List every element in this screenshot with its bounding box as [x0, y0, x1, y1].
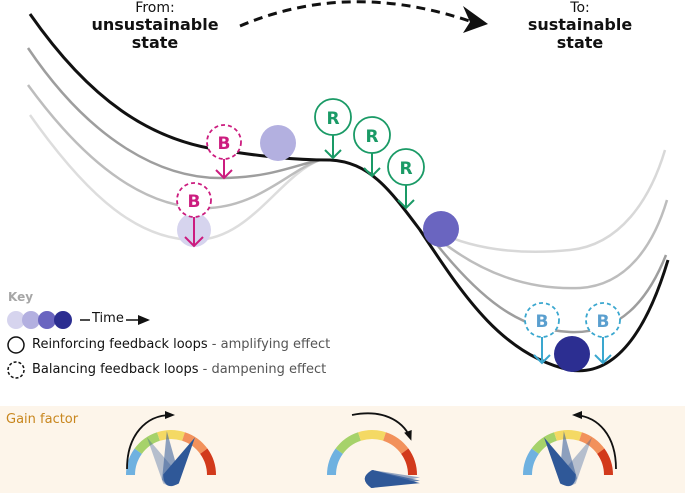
time-label: Time: [92, 311, 124, 326]
key-ball-4: [54, 311, 72, 329]
key-ball-2: [22, 311, 40, 329]
loop-letter: R: [399, 159, 412, 179]
gauge-falling: [523, 411, 617, 487]
balancing-loop-key-icon: [7, 361, 25, 379]
loop-letter: R: [326, 109, 339, 129]
gauge-direction-arrow: [126, 414, 172, 470]
gauge-max: [327, 412, 420, 488]
gauge-segment: [327, 448, 343, 475]
reinforcing-loop-1: R: [314, 98, 352, 160]
ball-time-4: [554, 336, 590, 372]
ball-time-3: [423, 211, 459, 247]
balancing-key-text: Balancing feedback loops - dampening eff…: [32, 362, 326, 377]
gauge-segment: [358, 430, 386, 441]
gauge-segment: [531, 432, 557, 454]
reinforcing-key-sub: - amplifying effect: [207, 337, 331, 352]
gauge-segment: [579, 432, 605, 454]
balancing-key-sub: - dampening effect: [198, 362, 327, 377]
reinforcing-loop-3: R: [387, 148, 425, 210]
time-arrow-head: [138, 315, 150, 325]
balancing-key-bold: Balancing feedback loops: [32, 362, 199, 377]
reinforcing-loop-2: R: [353, 116, 391, 178]
from-state-line1: unsustainable: [91, 15, 219, 34]
gauge-segment: [401, 448, 417, 475]
transition-arrow: [239, 0, 479, 28]
gauge-segment: [554, 430, 582, 441]
gauge-segment: [200, 448, 217, 475]
loop-letter: B: [188, 192, 201, 212]
gauge-segment: [597, 448, 613, 475]
gauge-arrow-head: [572, 411, 582, 419]
gauge-needle: [544, 437, 576, 486]
gauge-arrow-head: [404, 429, 412, 441]
gauge-rising: [126, 411, 217, 487]
balancing-loop-right-2: B: [585, 302, 621, 365]
loop-letter: B: [536, 312, 549, 332]
loop-letter: R: [365, 127, 378, 147]
gauge-segment: [335, 432, 361, 454]
gauge-needle: [163, 437, 195, 486]
landscape-curve-faint-3: [26, 47, 321, 180]
gain-factor-title: Gain factor: [6, 412, 79, 427]
key-ball-3: [38, 311, 56, 329]
gauge-segment: [157, 430, 185, 441]
key-ball-1: [7, 311, 25, 329]
to-state-line2: state: [556, 33, 604, 52]
gauge-direction-arrow: [575, 414, 617, 470]
from-state-line2: state: [131, 33, 179, 52]
reinforcing-loop-key-icon: [7, 336, 25, 354]
landscape-curve-right-1: [429, 149, 667, 254]
key-title: Key: [8, 290, 34, 304]
gauge-segment: [126, 448, 142, 475]
gauge-arrow-head: [165, 411, 175, 419]
to-label: To:: [570, 0, 590, 16]
balancing-loop-left-1: B: [206, 124, 242, 180]
from-label: From:: [135, 0, 175, 16]
reinforcing-key-text: Reinforcing feedback loops - amplifying …: [32, 337, 330, 352]
landscape-curve-right-2: [429, 199, 669, 290]
balancing-loop-right-1: B: [524, 302, 560, 365]
transition-arrow-head: [463, 6, 488, 33]
gauge-segment: [383, 432, 409, 454]
gauge-needle: [364, 470, 420, 488]
gauge-segment: [134, 432, 160, 454]
gauge-segment: [182, 432, 208, 454]
balancing-loop-left-2: B: [176, 182, 212, 248]
landscape-curve-main: [28, 13, 670, 373]
loop-letter: B: [218, 134, 231, 154]
gauge-segment: [523, 448, 539, 475]
to-state-line1: sustainable: [527, 15, 633, 34]
loop-letter: B: [597, 312, 610, 332]
ball-time-2: [260, 125, 296, 161]
reinforcing-key-bold: Reinforcing feedback loops: [32, 337, 208, 352]
landscape-curve-right-3: [429, 235, 668, 334]
